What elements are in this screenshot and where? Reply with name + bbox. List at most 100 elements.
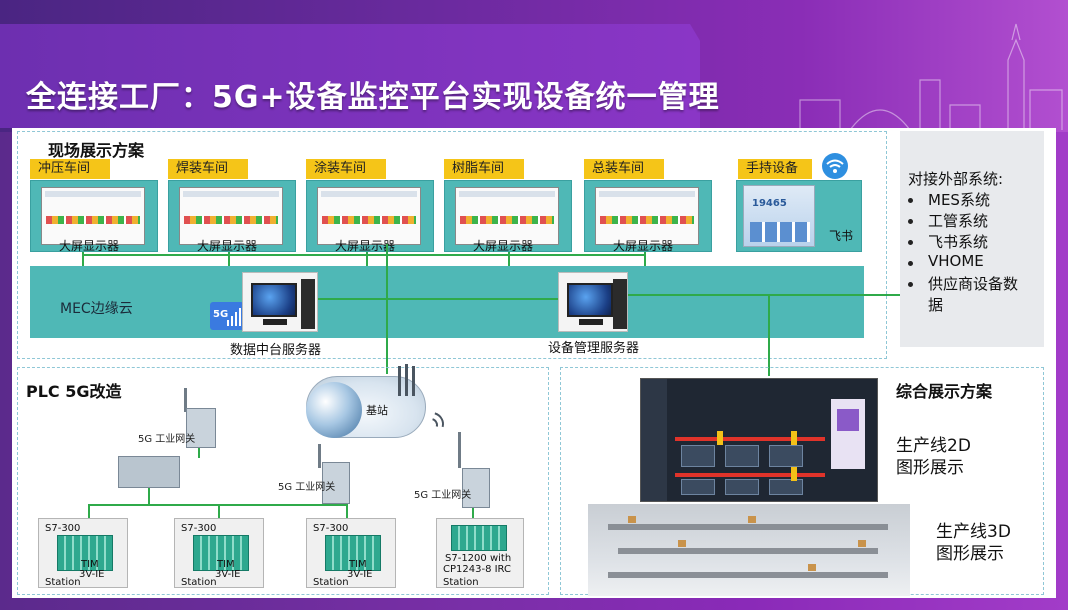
dashboard-monitor-icon <box>317 187 421 245</box>
screen-label: 大屏显示器 <box>613 239 674 253</box>
connection-line <box>198 448 200 458</box>
plc-rack-icon <box>325 535 381 571</box>
antenna-icon <box>318 444 321 468</box>
connection-line <box>88 504 90 518</box>
caption-2d-line2: 图形展示 <box>896 458 964 478</box>
bullet-icon <box>908 282 913 287</box>
gateway-label: 5G 工业网关 <box>414 490 472 501</box>
plc-station-name: Station <box>181 577 217 588</box>
external-item-feishu: 飞书系统 <box>928 233 989 251</box>
plc-station: S7-300 TIM 3V-IE Station <box>38 518 128 588</box>
5g-badge-icon: 5G <box>210 302 244 330</box>
onsite-section-title: 现场展示方案 <box>48 141 145 160</box>
workshop-label-handheld: 手持设备 <box>738 159 812 179</box>
signal-bars-icon <box>227 308 241 326</box>
device-management-server-icon <box>558 272 628 332</box>
workshop-screen-tile: 大屏显示器 <box>168 180 296 253</box>
external-item-mes: MES系统 <box>928 191 990 209</box>
production-line-2d-dashboard <box>640 378 878 502</box>
external-item-supplier-data: 供应商设备数 <box>928 275 1019 293</box>
connection-line <box>318 298 558 300</box>
base-station-tower-icon <box>398 364 415 396</box>
plc-section-title: PLC 5G改造 <box>26 382 122 401</box>
plc-5g-retrofit-section <box>17 367 549 595</box>
plc-station-name: Station <box>443 577 479 588</box>
connection-line <box>82 252 84 266</box>
workshop-label-painting: 涂装车间 <box>306 159 386 179</box>
workshop-screen-tile: 大屏显示器 <box>306 180 434 253</box>
gateway-label: 5G 工业网关 <box>278 482 336 493</box>
industrial-gateway-icon <box>186 408 216 448</box>
plc-rack-icon <box>451 525 507 551</box>
globe-icon <box>306 382 362 438</box>
connection-line <box>386 244 388 374</box>
workshop-label-assembly: 总装车间 <box>584 159 664 179</box>
caption-2d-line1: 生产线2D <box>896 436 971 456</box>
workshop-label-resin: 树脂车间 <box>444 159 524 179</box>
5g-badge-text: 5G <box>213 309 229 320</box>
dashboard-monitor-icon <box>595 187 699 245</box>
plc-sub1: TIM <box>349 559 367 570</box>
plc-sub2: 3V-IE <box>347 569 373 580</box>
handheld-device-tile: 19465 飞书 <box>736 180 862 252</box>
production-line-3d-scene <box>588 504 910 596</box>
workshop-label-welding: 焊装车间 <box>168 159 248 179</box>
plc-sub1: CP1243-8 IRC <box>443 564 511 575</box>
bullet-icon <box>908 219 913 224</box>
dashboard-monitor-icon <box>41 187 145 245</box>
onsite-solution-section <box>17 131 887 359</box>
workshop-screen-tile: 大屏显示器 <box>584 180 712 253</box>
external-item-vhome: VHOME <box>928 252 984 270</box>
wifi-icon <box>822 153 848 179</box>
workshop-label-stamping: 冲压车间 <box>30 159 110 179</box>
data-platform-server-icon <box>242 272 318 332</box>
plc-station-name: Station <box>45 577 81 588</box>
connection-line <box>508 252 510 266</box>
plc-rack-icon <box>193 535 249 571</box>
external-systems-title: 对接外部系统: <box>908 170 1004 188</box>
connection-line <box>148 488 150 506</box>
mec-edge-cloud-band <box>30 266 864 338</box>
antenna-icon <box>458 432 461 468</box>
plc-model: S7-300 <box>313 523 349 534</box>
device-management-server-label: 设备管理服务器 <box>548 341 640 356</box>
plc-rack-icon <box>57 535 113 571</box>
workshop-screen-tile: 大屏显示器 <box>30 180 158 253</box>
plc-model: S7-1200 with <box>445 553 512 564</box>
screen-label: 大屏显示器 <box>197 239 258 253</box>
connection-line <box>768 294 770 376</box>
base-station-label: 基站 <box>366 404 388 417</box>
plc-model: S7-300 <box>181 523 217 534</box>
connection-line <box>218 504 220 518</box>
connection-line <box>82 254 644 256</box>
plc-station: S7-300 TIM 3V-IE Station <box>174 518 264 588</box>
industrial-gateway-icon <box>462 468 490 508</box>
workshop-screen-tile: 大屏显示器 <box>444 180 572 253</box>
connection-line <box>366 252 368 266</box>
handheld-screen-icon: 19465 <box>743 185 815 247</box>
connection-line <box>228 252 230 266</box>
page-title: 全连接工厂：5G+设备监控平台实现设备统一管理 <box>26 80 720 115</box>
external-item-workshop-mgmt: 工管系统 <box>928 212 989 230</box>
connection-line <box>644 252 646 266</box>
bullet-icon <box>908 198 913 203</box>
header-title-tab <box>0 24 700 128</box>
switch-device-icon <box>118 456 180 488</box>
dashboard-monitor-icon <box>455 187 559 245</box>
external-item-supplier-data-cont: 据 <box>928 296 944 314</box>
plc-station: S7-1200 with CP1243-8 IRC Station <box>436 518 524 588</box>
screen-label: 大屏显示器 <box>335 239 396 253</box>
feishu-label: 飞书 <box>829 229 854 243</box>
bullet-icon <box>908 240 913 245</box>
plc-sub1: TIM <box>81 559 99 570</box>
plc-station: S7-300 TIM 3V-IE Station <box>306 518 396 588</box>
caption-3d-line2: 图形展示 <box>936 544 1004 564</box>
gateway-label: 5G 工业网关 <box>138 434 196 445</box>
plc-model: S7-300 <box>45 523 81 534</box>
connection-line <box>472 508 474 518</box>
data-platform-server-label: 数据中台服务器 <box>230 343 322 358</box>
antenna-icon <box>184 388 187 412</box>
external-systems-box <box>900 131 1044 347</box>
caption-3d-line1: 生产线3D <box>936 522 1011 542</box>
mec-label: MEC边缘云 <box>60 301 133 317</box>
